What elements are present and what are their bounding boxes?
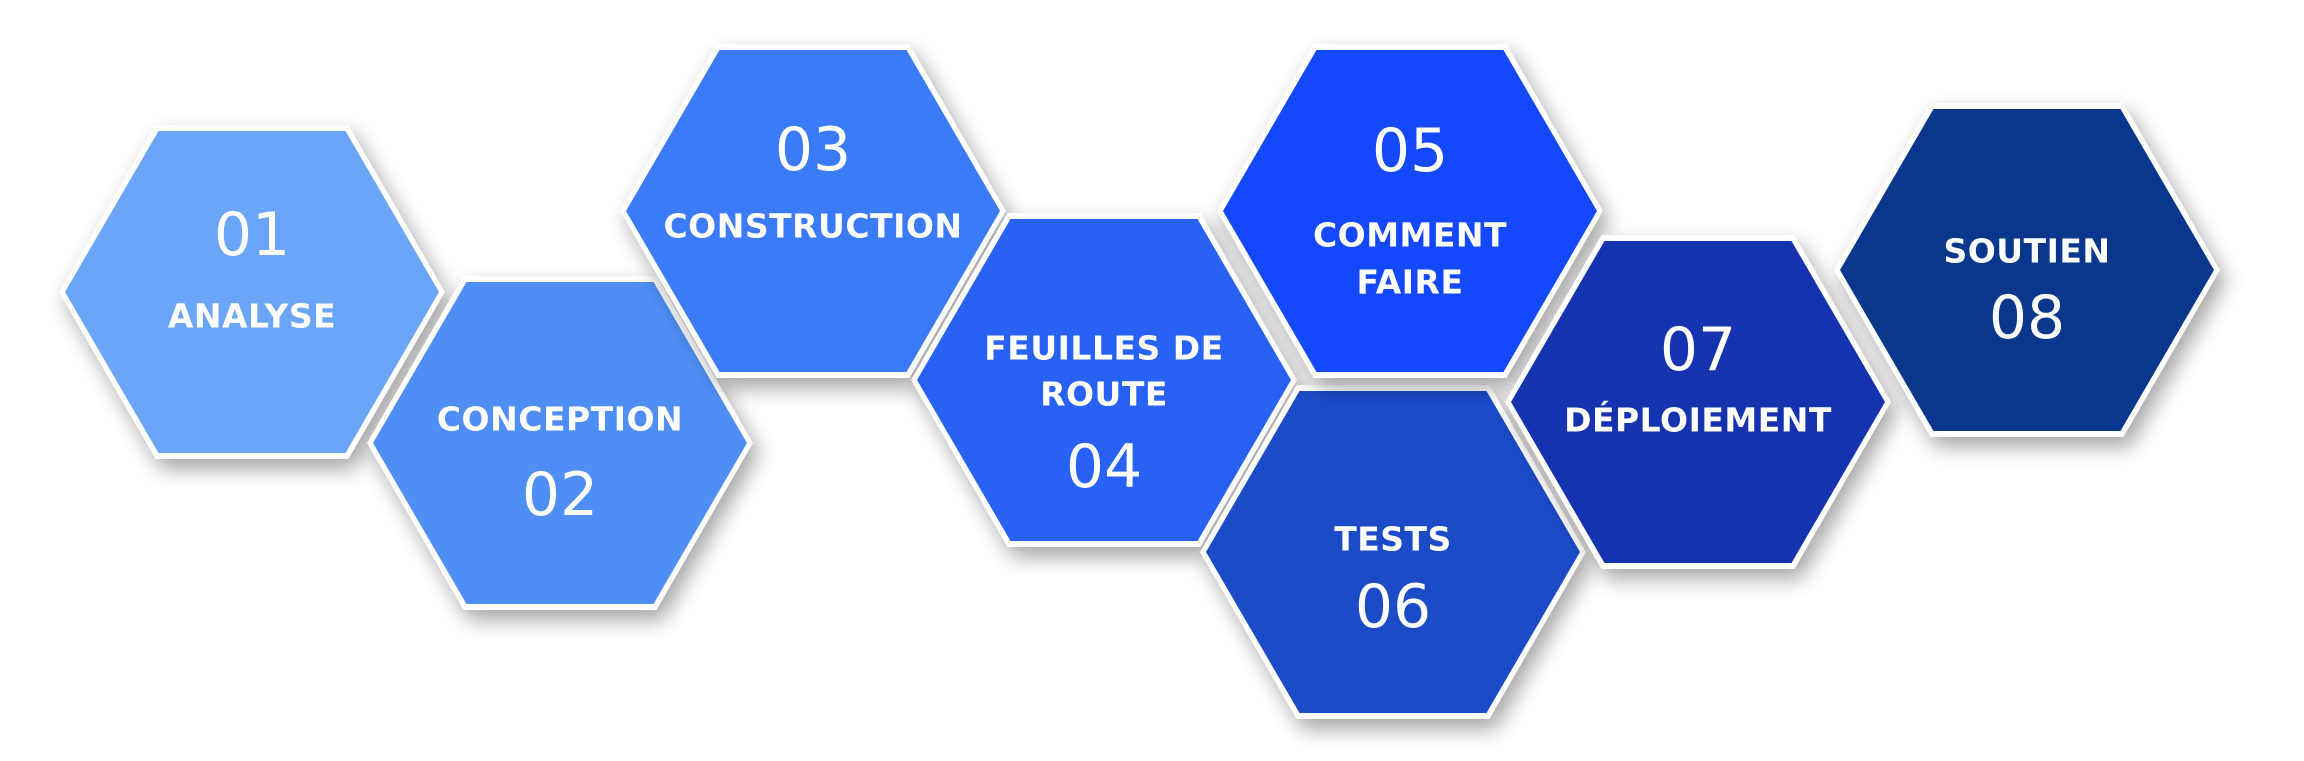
step-label-line-1: FEUILLES DE — [984, 328, 1224, 368]
step-label: ANALYSE — [167, 296, 337, 336]
step-label: CONCEPTION — [436, 399, 684, 439]
step-hexagon-analyse: 01 ANALYSE — [59, 125, 445, 459]
step-number: 05 — [1371, 116, 1449, 186]
step-number: 04 — [1065, 432, 1143, 502]
step-label: DÉPLOIEMENT — [1564, 400, 1832, 440]
step-hexagon-conception: CONCEPTION 02 — [367, 276, 753, 610]
step-label: TESTS — [1334, 519, 1452, 559]
step-hexagon-tests: TESTS 06 — [1200, 385, 1586, 719]
step-number: 03 — [774, 115, 852, 185]
step-number: 08 — [1988, 283, 2066, 353]
step-label: CONSTRUCTION — [663, 206, 963, 246]
hexagon-fill — [1223, 50, 1597, 372]
step-hexagon-comment-faire: 05 COMMENT FAIRE — [1217, 44, 1603, 378]
step-label-line-1: COMMENT — [1312, 215, 1508, 255]
step-label: SOUTIEN — [1943, 231, 2111, 271]
step-number: 07 — [1659, 315, 1737, 385]
step-number: 02 — [521, 460, 599, 530]
step-label-line-2: ROUTE — [1040, 374, 1168, 414]
step-number: 01 — [213, 200, 291, 270]
step-hexagon-feuilles-de-route: FEUILLES DE ROUTE 04 — [911, 213, 1297, 547]
hexagon-fill — [1511, 241, 1885, 563]
step-hexagon-soutien: SOUTIEN 08 — [1834, 103, 2220, 437]
step-hexagon-construction: 03 CONSTRUCTION — [620, 44, 1006, 378]
step-hexagon-deploiement: 07 DÉPLOIEMENT — [1505, 235, 1891, 569]
step-label-line-2: FAIRE — [1356, 262, 1464, 302]
step-number: 06 — [1354, 572, 1432, 642]
hexagon-fill — [1206, 391, 1580, 713]
